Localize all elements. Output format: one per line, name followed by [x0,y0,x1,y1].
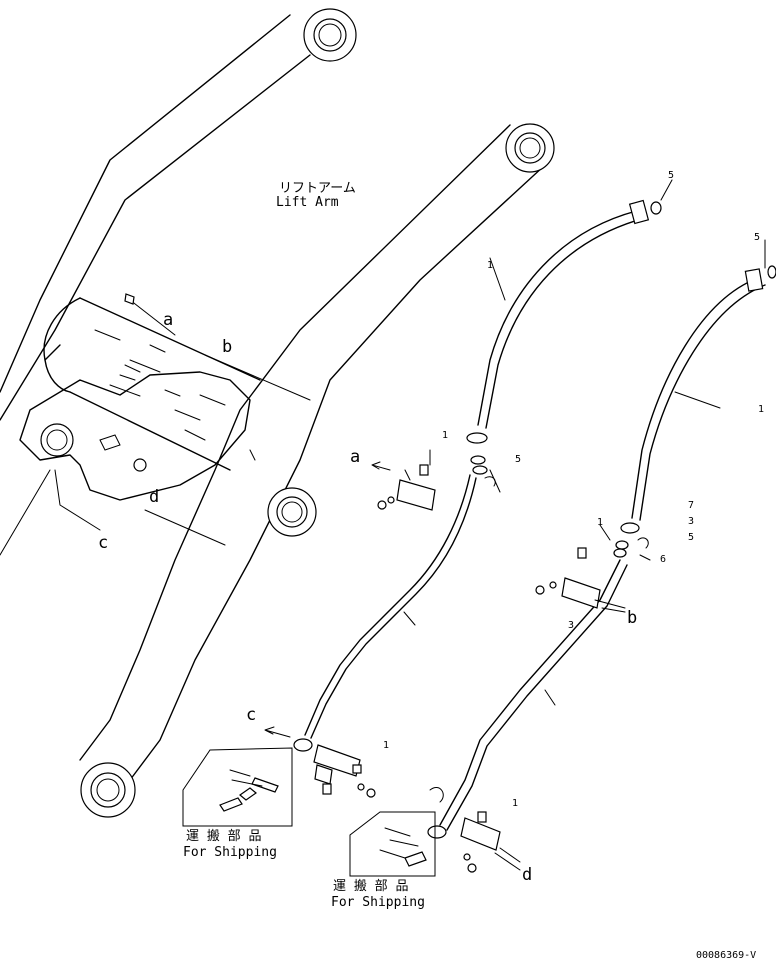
callout-b-right: b [627,608,637,628]
item-7: 7 [688,500,694,511]
callout-d-left: d [149,487,159,507]
callout-c-right: c [246,705,256,725]
callout-c-left: c [98,533,108,553]
tube-left [293,464,496,798]
callout-a-left: a [163,310,173,330]
drawing-number: 00086369-V [696,950,756,961]
item-leaders [403,179,766,871]
item-1-tube-left: 1 [383,740,389,751]
item-3-right: 3 [568,620,574,631]
shipping-box-left [182,747,293,827]
item-5-right: 5 [754,232,760,243]
hose-right [613,265,776,558]
shipping-label-en-left: For Shipping [183,845,277,860]
shipping-label-jp-left: 運 搬 部 品 [186,829,261,844]
shipping-box-right [349,811,436,877]
cross-tube [43,297,261,471]
shipping-label-jp-right: 運 搬 部 品 [333,879,408,894]
item-1-hose-right: 1 [758,404,764,415]
item-1-right-bolt: 1 [597,517,603,528]
lift-arm-label-en: Lift Arm [276,195,339,210]
item-6: 6 [660,554,666,565]
callout-d-right: d [522,865,532,885]
item-5-lower: 5 [688,532,694,543]
item-5-upper: 5 [668,170,674,181]
mount-bracket [19,371,251,501]
callout-b-left: b [222,337,232,357]
text-labels: リフトアーム Lift Arm a b c d a b c d 1 1 5 5 … [98,170,764,961]
item-1-hose-upper: 1 [487,260,493,271]
item-3: 3 [688,516,694,527]
lift-arm-rear [0,8,357,421]
lift-arm-label-jp: リフトアーム [279,181,356,196]
item-5-mid: 5 [515,454,521,465]
direction-arrows [249,449,391,738]
item-1-tube-right: 1 [512,798,518,809]
hose-upper [466,199,662,475]
leader-lines-left [0,293,311,556]
tube-right [427,537,649,873]
lift-arm-front [79,123,555,818]
shipping-label-en-right: For Shipping [331,895,425,910]
item-1-bolt: 1 [442,430,448,441]
callout-a-right: a [350,447,360,467]
